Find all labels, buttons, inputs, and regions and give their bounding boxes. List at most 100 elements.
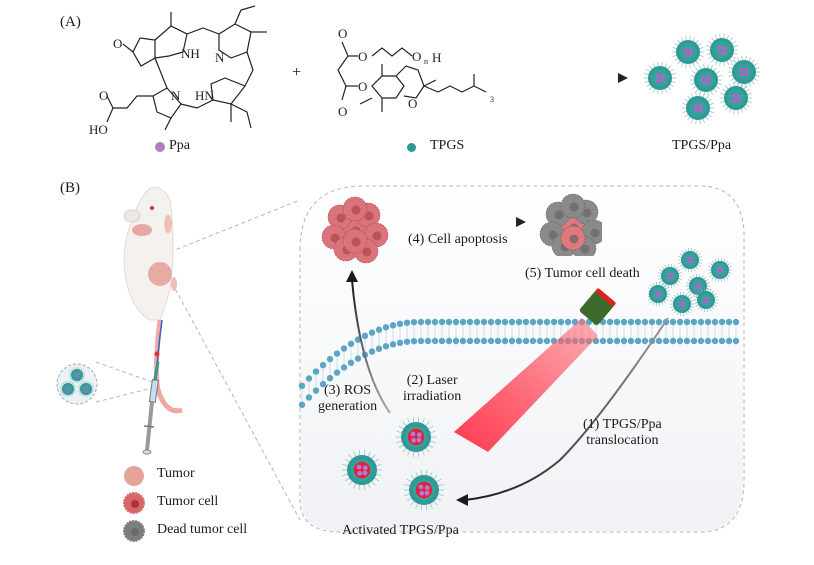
product-micelle-3 bbox=[705, 33, 739, 67]
lipid-head bbox=[683, 337, 691, 345]
lipid-head bbox=[620, 318, 628, 326]
lipid-head bbox=[529, 318, 537, 326]
lipid-head bbox=[459, 318, 467, 326]
product-micelle-7 bbox=[681, 91, 715, 125]
lipid-head bbox=[725, 318, 733, 326]
dead-tumor-cell-icon bbox=[123, 520, 145, 542]
lipid-head bbox=[557, 318, 565, 326]
tpgs-atom-h: H bbox=[432, 50, 441, 65]
lipid-head bbox=[340, 364, 348, 371]
lipid-head bbox=[305, 375, 313, 382]
lipid-head bbox=[683, 318, 691, 326]
lipid-head bbox=[543, 337, 551, 345]
ppa-structure: O NH N N HN O HO bbox=[89, 5, 267, 137]
lipid-head bbox=[389, 341, 397, 348]
panel-a-label: (A) bbox=[60, 14, 81, 30]
mouse-illustration bbox=[123, 186, 183, 414]
tpgs-atom-o2: O bbox=[338, 104, 347, 119]
lipid-head bbox=[725, 337, 733, 345]
lipid-head bbox=[613, 318, 621, 326]
legend-dead-cell-label: Dead tumor cell bbox=[157, 522, 248, 537]
lipid-head bbox=[494, 318, 502, 326]
lipid-head bbox=[599, 337, 607, 345]
tpgs-atom-o-peg: O bbox=[412, 49, 421, 64]
incoming-micelle-cluster bbox=[648, 247, 733, 317]
lipid-head bbox=[438, 318, 446, 326]
activated-micelle-2 bbox=[341, 449, 383, 491]
tpgs-atom-o-ester2: O bbox=[358, 79, 367, 94]
lipid-head bbox=[403, 319, 411, 326]
lipid-head bbox=[319, 361, 327, 369]
lipid-head bbox=[536, 318, 544, 326]
lipid-head bbox=[375, 345, 383, 352]
lipid-head bbox=[382, 324, 390, 331]
lipid-head bbox=[445, 318, 453, 326]
product-micelle-1 bbox=[643, 61, 677, 95]
lipid-head bbox=[501, 318, 509, 326]
lipid-head bbox=[697, 318, 705, 326]
activated-tpgs-ppa-label: Activated TPGS/Ppa bbox=[342, 523, 459, 538]
lipid-head bbox=[445, 337, 453, 345]
dead-nucleus-7 bbox=[580, 244, 590, 254]
tpgs-atom-o1: O bbox=[338, 26, 347, 41]
dead-nucleus-3 bbox=[582, 208, 592, 218]
lipid-head bbox=[718, 318, 726, 326]
ppa-atom-ho: HO bbox=[89, 122, 108, 137]
lipid-head bbox=[305, 394, 313, 401]
tumor-cell-icon bbox=[123, 492, 145, 514]
lipid-head bbox=[298, 382, 306, 390]
lipid-head bbox=[634, 337, 642, 345]
activated-micelle-group bbox=[341, 416, 445, 510]
tpgs-ppa-label: TPGS/Ppa bbox=[672, 138, 732, 153]
lipid-head bbox=[375, 326, 383, 333]
ppa-atom-hn: HN bbox=[195, 88, 214, 103]
lipid-head bbox=[711, 337, 719, 345]
lipid-head bbox=[480, 337, 488, 345]
lipid-head bbox=[620, 337, 628, 345]
lipid-head bbox=[396, 320, 404, 328]
product-micelle-5 bbox=[689, 63, 723, 97]
tpgs-label: TPGS bbox=[430, 138, 465, 153]
lipid-head bbox=[732, 337, 740, 345]
step2-line1: (2) Laser bbox=[406, 373, 458, 388]
lipid-head bbox=[361, 332, 369, 340]
ppa-legend-dot-icon bbox=[155, 142, 165, 152]
tpgs-atom-o-ester1: O bbox=[358, 49, 367, 64]
lipid-head bbox=[431, 337, 439, 345]
tumor-nucleus-4 bbox=[330, 233, 340, 243]
lipid-head bbox=[606, 318, 614, 326]
incoming-micelle-7 bbox=[693, 287, 719, 313]
product-micelle-6 bbox=[719, 81, 753, 115]
lipid-head bbox=[669, 337, 677, 345]
lipid-head bbox=[508, 337, 516, 345]
lipid-head bbox=[627, 318, 635, 326]
lipid-head bbox=[690, 318, 698, 326]
lipid-head bbox=[389, 322, 397, 329]
lipid-head bbox=[508, 318, 516, 326]
lipid-head bbox=[536, 337, 544, 345]
lipid-head bbox=[466, 337, 474, 345]
tpgs-subscript-n: n bbox=[424, 57, 428, 66]
lipid-head bbox=[515, 318, 523, 326]
dead-nucleus-2 bbox=[554, 210, 564, 220]
lipid-head bbox=[368, 348, 376, 355]
step3-line2: generation bbox=[318, 399, 378, 414]
inset-micelle-2 bbox=[59, 380, 77, 398]
tpgs-structure: O O O O O O H n 3 bbox=[337, 26, 494, 119]
tpgs-ppa-micelle-cluster bbox=[643, 33, 760, 125]
legend-tumor-cell-label: Tumor cell bbox=[157, 494, 219, 509]
laser-device-icon bbox=[579, 288, 616, 325]
ppa-atom-n-top: N bbox=[215, 50, 225, 65]
lipid-head bbox=[452, 337, 460, 345]
lipid-head bbox=[333, 369, 341, 376]
lipid-head bbox=[319, 380, 327, 388]
legend-tumor-label: Tumor bbox=[157, 466, 195, 481]
lipid-head bbox=[550, 318, 558, 326]
incoming-micelle-6 bbox=[669, 291, 695, 317]
ppa-label: Ppa bbox=[169, 138, 190, 153]
lipid-head bbox=[298, 401, 306, 409]
lipid-head bbox=[676, 337, 684, 345]
lipid-head bbox=[641, 318, 649, 326]
